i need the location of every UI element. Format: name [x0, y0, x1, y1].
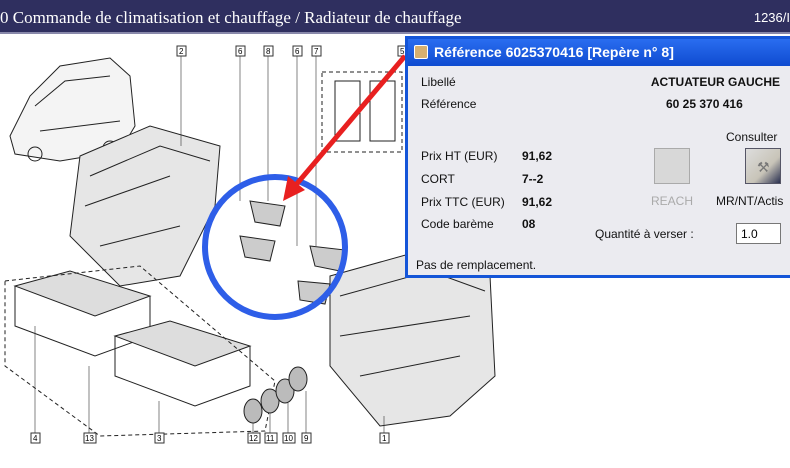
svg-text:12: 12: [249, 434, 258, 443]
reference-dialog: Référence 6025370416 [Repère n° 8] Libel…: [405, 36, 790, 278]
svg-text:13: 13: [85, 434, 94, 443]
pointer-arrow: [283, 54, 407, 201]
svg-text:6: 6: [238, 47, 243, 56]
radiator-4: [13, 270, 152, 357]
svg-text:7: 7: [314, 47, 319, 56]
page-number: 1236/I: [753, 10, 790, 25]
cort-label: CORT: [421, 172, 455, 186]
callout-2: 2: [176, 45, 187, 57]
dialog-title: Référence 6025370416 [Repère n° 8]: [434, 44, 674, 60]
callout-12: 12: [247, 432, 261, 444]
callout-11: 11: [264, 432, 278, 444]
consulter-label: Consulter: [726, 130, 778, 144]
heater-housing-upper: [69, 125, 221, 287]
parts-diagram: 2 6 8 6 7 5 4 13 3 12 11 10 9 1: [4, 45, 496, 444]
callout-6: 6: [235, 45, 246, 57]
quantite-input[interactable]: [736, 223, 781, 244]
svg-text:11: 11: [266, 434, 275, 443]
mr-nt-actis-button[interactable]: ⚒: [745, 148, 781, 184]
reach-label: REACH: [651, 194, 694, 208]
svg-text:3: 3: [157, 434, 162, 443]
radiator-3: [113, 320, 252, 407]
gaskets: [243, 366, 308, 424]
page-title: 0 Commande de climatisation et chauffage…: [0, 8, 462, 27]
svg-text:1: 1: [382, 434, 387, 443]
highlight-circle: [202, 174, 348, 320]
svg-text:2: 2: [179, 47, 184, 56]
callout-13: 13: [83, 432, 97, 444]
cort-value: 7--2: [522, 172, 544, 186]
callout-7: 7: [311, 45, 322, 57]
prix-ttc-label: Prix TTC (EUR): [421, 195, 505, 209]
callout-3: 3: [154, 432, 165, 444]
code-bareme-label: Code barème: [421, 217, 494, 231]
prix-ht-value: 91,62: [522, 149, 553, 163]
heater-housing-lower: [329, 250, 496, 427]
mr-nt-actis-label: MR/NT/Actis: [716, 194, 784, 208]
quantite-label: Quantité à verser :: [595, 227, 694, 241]
dialog-titlebar[interactable]: Référence 6025370416 [Repère n° 8]: [408, 39, 790, 66]
callout-8: 8: [263, 45, 274, 57]
status-text: Pas de remplacement.: [416, 258, 537, 272]
callout-10: 10: [282, 432, 296, 444]
callout-6b: 6: [292, 45, 303, 57]
svg-text:8: 8: [266, 47, 271, 56]
callout-4: 4: [30, 432, 41, 444]
callout-1: 1: [379, 432, 390, 444]
van-drawing: [9, 57, 136, 162]
wrench-icon: ⚒: [757, 159, 770, 175]
code-bareme-value: 08: [522, 217, 536, 231]
header-bar: 0 Commande de climatisation et chauffage…: [0, 0, 790, 34]
svg-text:10: 10: [284, 434, 293, 443]
actuators: [239, 200, 346, 305]
reach-button[interactable]: [654, 148, 690, 184]
svg-text:4: 4: [33, 434, 38, 443]
java-app-icon: [414, 45, 428, 59]
svg-text:6: 6: [295, 47, 300, 56]
prix-ht-label: Prix HT (EUR): [421, 149, 498, 163]
prix-ttc-value: 91,62: [522, 195, 553, 209]
reference-label: Référence: [421, 97, 477, 111]
callout-9: 9: [301, 432, 312, 444]
svg-text:5: 5: [400, 47, 405, 56]
svg-text:9: 9: [304, 434, 309, 443]
reference-value: 60 25 370 416: [666, 97, 743, 111]
libelle-label: Libellé: [421, 75, 456, 89]
filter-group: [321, 71, 403, 153]
libelle-value: ACTUATEUR GAUCHE: [650, 75, 780, 89]
